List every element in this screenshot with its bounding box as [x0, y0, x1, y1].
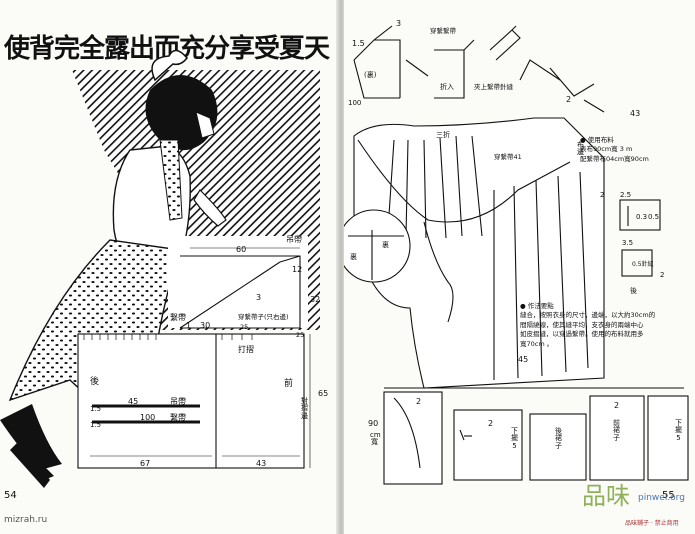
- materials-heading: ● 使用布料: [580, 136, 614, 144]
- label-3: 3: [256, 293, 262, 302]
- footer-note: 品味鋪子 · 禁止商用: [625, 520, 679, 527]
- notes-line-3: 如皮摺縫，以穿過繫帶。使用的布料就用多: [520, 330, 644, 339]
- watermark: mizrah.ru: [4, 515, 48, 525]
- label-fold: 對摺邊: [301, 397, 308, 420]
- step-label-2: 2: [566, 95, 572, 104]
- detail-label-2b: 2: [600, 191, 605, 199]
- site-logo: 品味: [582, 482, 630, 510]
- page-number-right: 55: [662, 490, 675, 501]
- left-illustration: [0, 49, 320, 488]
- label-12: 12: [292, 265, 303, 274]
- step-label-3: 3: [396, 19, 402, 28]
- step-label-tie2: 穿繫帶41: [494, 153, 522, 161]
- label-25a: 25: [240, 323, 249, 331]
- detail-label-stitch: 0.5針縫: [632, 261, 654, 268]
- materials-fabric: 表布90cm寬 3 m: [580, 145, 633, 154]
- detail-label-rear: 後: [630, 287, 637, 295]
- detail-label-3-5: 3.5: [622, 239, 634, 247]
- detail-label-2-5: 2.5: [620, 191, 632, 199]
- layout-label-lower-strap-2: 下擺 5: [675, 419, 682, 442]
- layout-label-back-skirt: 後裙子: [555, 427, 562, 450]
- legs: [10, 440, 50, 488]
- notes-heading: ● 作法要點: [520, 302, 554, 310]
- step-label-cloth: 布邊: [577, 141, 584, 157]
- notes-line-2: 間隔繞線，使其縫平均，支衣身的兩端中心: [520, 320, 644, 329]
- label-tie-right: 穿繫帶子(只右邊): [238, 313, 289, 321]
- step-label-gather: 三折: [436, 131, 450, 139]
- label-25b: 25: [296, 331, 305, 339]
- label-strap-top: 吊帶: [286, 235, 302, 244]
- label-1-5b: 1.5: [90, 421, 102, 429]
- book-spine: [336, 0, 346, 534]
- label-gather: 打摺: [238, 345, 254, 354]
- step-label-sew: 夾上繫帶針縫: [474, 83, 513, 91]
- step-label-1-5: 1.5: [352, 39, 365, 48]
- step-label-back: 裏: [382, 241, 389, 249]
- layout-label-90: 90: [368, 419, 379, 428]
- label-width-43: 43: [256, 459, 267, 468]
- label-tie-100: 100: [140, 413, 156, 422]
- label-tie-100-name: 繫帶: [170, 413, 186, 422]
- label-1: 1: [186, 321, 192, 330]
- notes-block: ● 作法要點 縫合，按照衣身的尺寸，邊端，以大約30cm的 間隔繞線，使其縫平均…: [520, 302, 655, 349]
- detail-label-0-3: 0.3: [636, 213, 648, 221]
- step-label-back-mark: (裏): [364, 71, 377, 79]
- notes-line-4: 寬70cm 。: [520, 339, 554, 348]
- label-strap-45-name: 吊帶: [170, 397, 186, 406]
- step-label-fold: 折入: [440, 83, 454, 91]
- label-1-5a: 1.5: [90, 405, 102, 413]
- label-front: 前: [284, 379, 294, 389]
- layout-label-2c: 2: [614, 401, 620, 410]
- layout-label-width-unit: cm寬: [370, 431, 381, 447]
- detail-label-2c: 2: [660, 271, 665, 279]
- label-32: 32: [310, 295, 321, 304]
- step-label-inner: 裏: [350, 253, 357, 261]
- layout-label-2a: 2: [416, 397, 422, 406]
- site-url: pinwei.org: [638, 493, 685, 503]
- label-width-60: 60: [236, 245, 247, 254]
- label-strap-45: 45: [128, 397, 139, 406]
- step-label-100: 100: [348, 99, 362, 107]
- left-page: 使背完全露出而充分享受夏天: [0, 0, 340, 534]
- label-30: 30: [200, 321, 211, 330]
- materials-block: ● 使用布料 表布90cm寬 3 m 配繫帶布04cm寬90cm: [580, 136, 649, 164]
- page-number-left: 54: [4, 490, 17, 501]
- layout-label-lower-strap: 下擺 5: [511, 427, 518, 450]
- step-label-tie: 穿繫繫帶: [430, 27, 456, 35]
- right-illustration: [344, 25, 689, 485]
- hair: [145, 75, 218, 151]
- step-label-45: 45: [518, 355, 529, 364]
- materials-tie-fabric: 配繫帶布04cm寬90cm: [580, 154, 649, 163]
- label-width-67: 67: [140, 459, 151, 468]
- layout-label-2b: 2: [488, 419, 494, 428]
- step-label-43: 43: [630, 109, 641, 118]
- layout-label-front-skirt: 前裙子: [613, 419, 620, 442]
- detail-label-0-5: 0.5: [648, 213, 660, 221]
- label-tie: 繫帶: [170, 313, 186, 322]
- notes-line-1: 縫合，按照衣身的尺寸，邊端，以大約30cm的: [520, 311, 656, 320]
- label-65: 65: [318, 389, 329, 398]
- label-back: 後: [90, 377, 100, 387]
- right-page: 1.5 3 穿繫繫帶 (裏) 折入 夾上繫帶針縫 100 2 43 三折 穿繫帶…: [344, 0, 695, 534]
